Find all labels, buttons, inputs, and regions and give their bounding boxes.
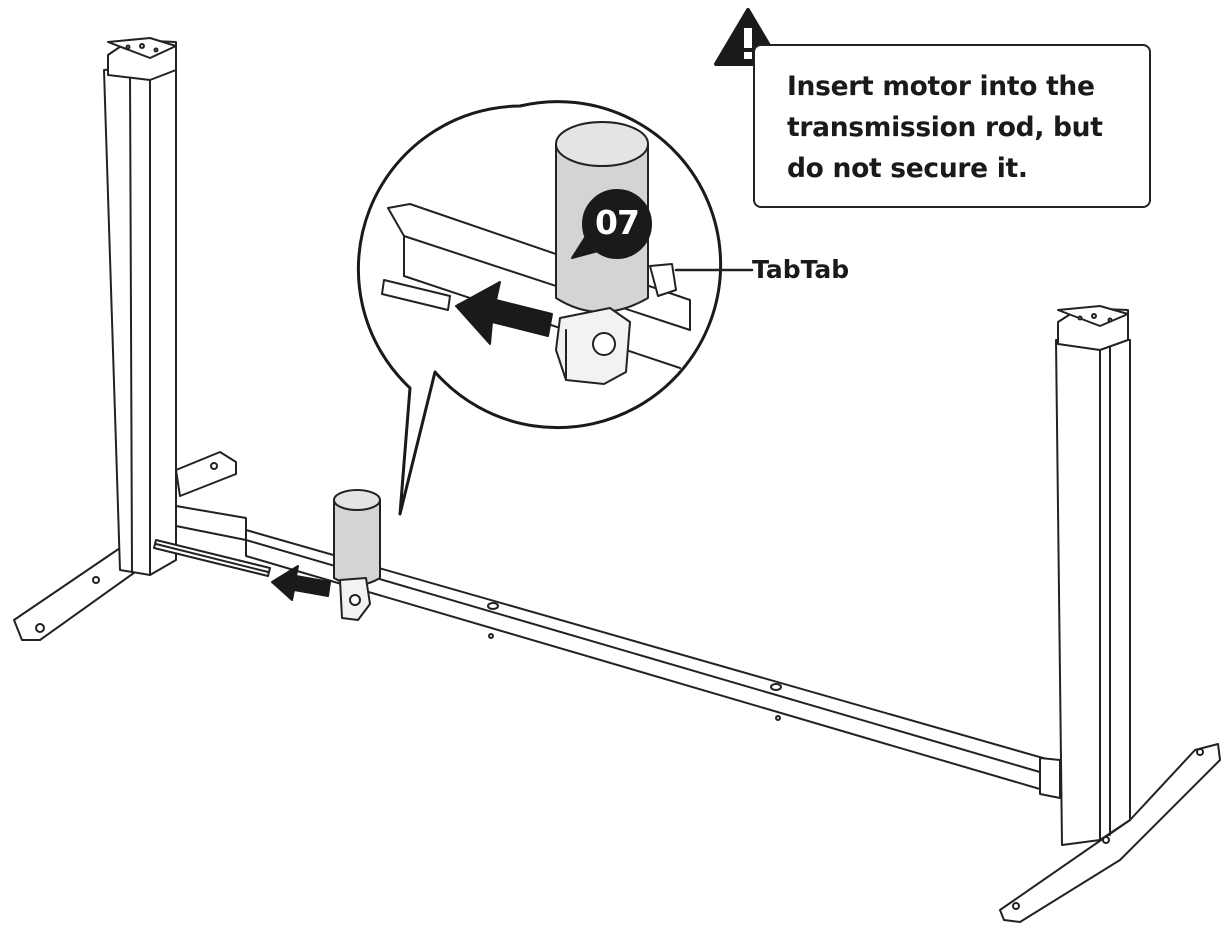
- warning-line-1: Insert motor into the: [787, 71, 1095, 102]
- crossbar: [175, 505, 1061, 799]
- right-column: [1055, 305, 1131, 846]
- left-column: [103, 37, 177, 576]
- tab-callout-label: TabTab: [752, 255, 850, 284]
- warning-line-2: transmission rod, but: [787, 112, 1103, 143]
- transmission-rod: [153, 539, 271, 577]
- large-arrow: [455, 281, 553, 345]
- step-number: 07: [595, 203, 640, 242]
- step-badge: [571, 189, 652, 259]
- warning-box: Insert motor into the transmission rod, …: [753, 44, 1151, 208]
- motor: [333, 489, 381, 621]
- warning-text: Insert motor into the transmission rod, …: [787, 66, 1137, 189]
- small-arrow: [271, 565, 331, 601]
- warning-line-3: do not secure it.: [787, 153, 1028, 184]
